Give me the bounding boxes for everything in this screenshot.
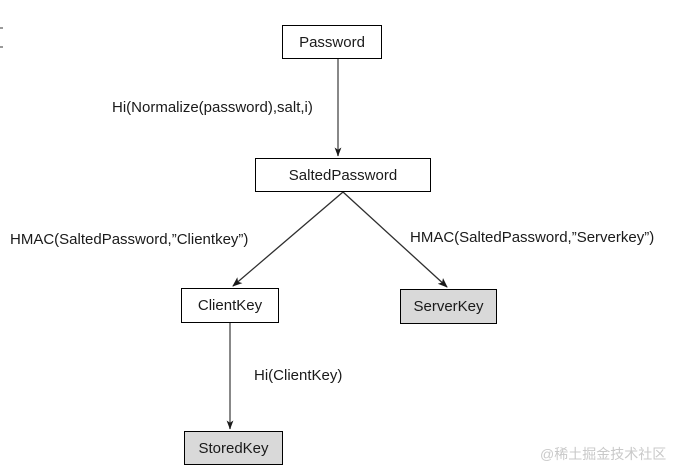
- edge-label-hmac-serverkey: HMAC(SaltedPassword,”Serverkey”): [410, 229, 655, 246]
- node-salted-password-label: SaltedPassword: [288, 166, 398, 184]
- cropped-glyph-artifact: [0, 27, 3, 29]
- edge-label-hi-clientkey: Hi(ClientKey): [254, 367, 343, 384]
- watermark: @稀土掘金技术社区: [540, 446, 667, 462]
- node-server-key: ServerKey: [400, 289, 497, 324]
- edge-label-hmac-clientkey: HMAC(SaltedPassword,”Clientkey”): [10, 231, 249, 248]
- node-salted-password: SaltedPassword: [255, 158, 431, 192]
- node-client-key: ClientKey: [181, 288, 279, 323]
- edge-saltedpassword-to-clientkey: [232, 191, 344, 287]
- node-stored-key-label: StoredKey: [198, 439, 269, 457]
- edge-label-hi-normalize: Hi(Normalize(password),salt,i): [112, 99, 313, 116]
- cropped-glyph-artifact: [0, 46, 3, 48]
- node-password-label: Password: [299, 33, 365, 51]
- node-server-key-label: ServerKey: [413, 298, 484, 315]
- node-client-key-label: ClientKey: [197, 297, 263, 314]
- node-stored-key: StoredKey: [184, 431, 283, 465]
- node-password: Password: [282, 25, 382, 59]
